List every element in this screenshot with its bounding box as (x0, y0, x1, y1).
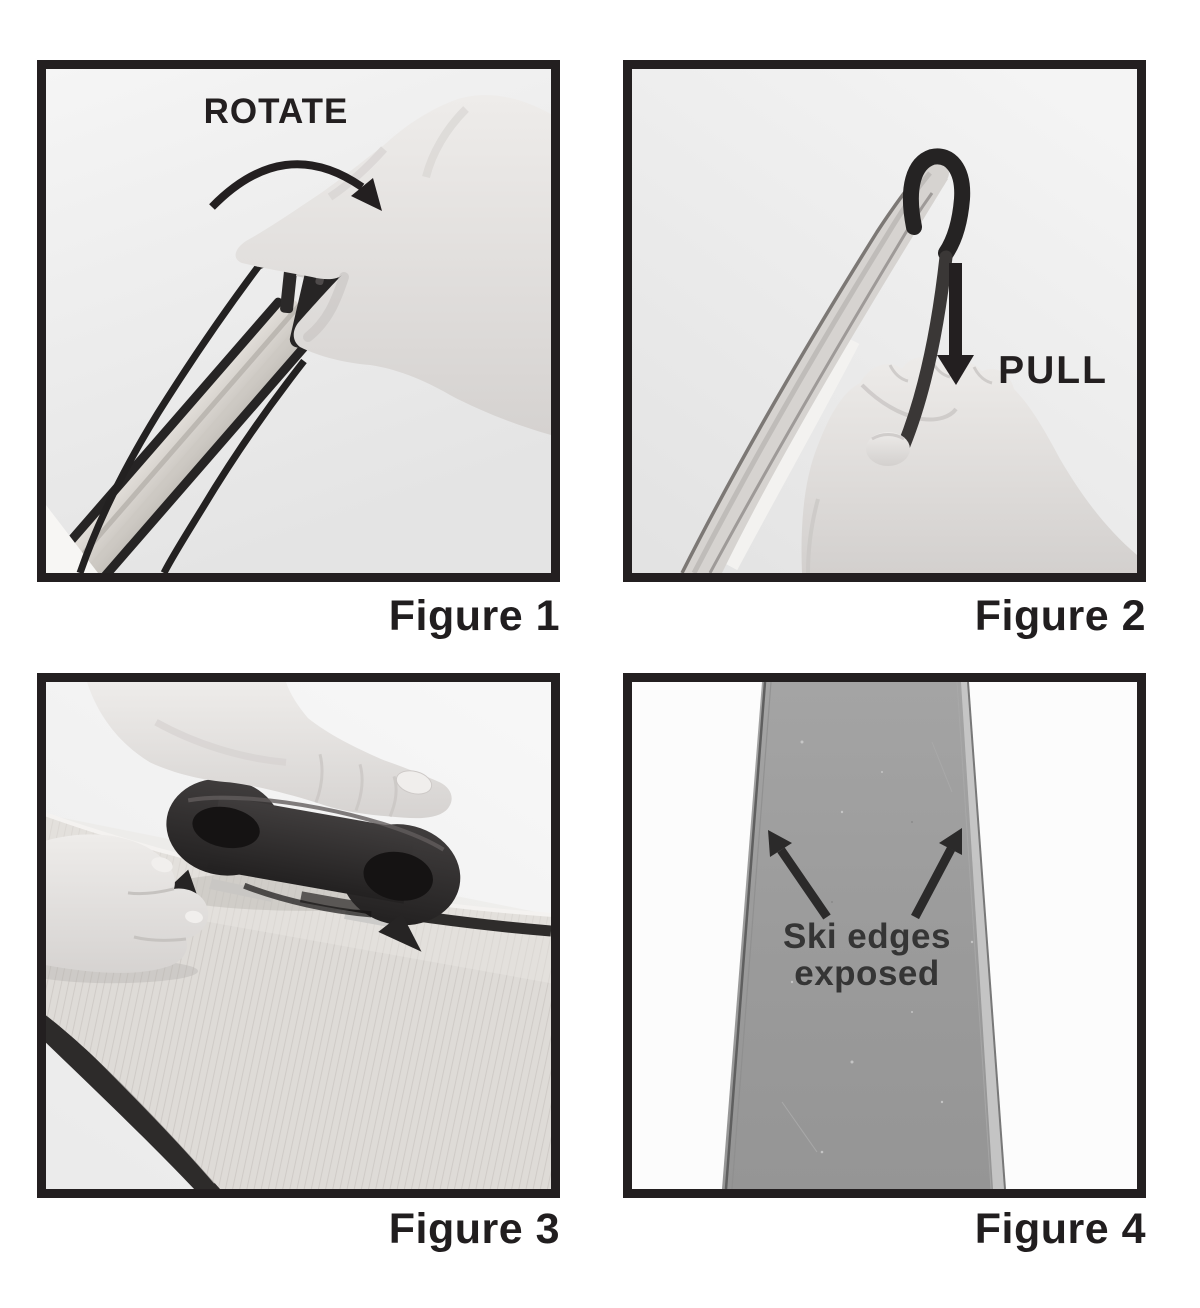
ski-dark-edge (46, 1009, 229, 1189)
pull-arrow-icon (937, 263, 974, 385)
top-hand (87, 682, 452, 819)
rotate-label: ROTATE (203, 92, 349, 131)
edge-arrow-left-icon (768, 830, 831, 920)
figure-1-panel: ROTATE (37, 60, 560, 582)
figure-3-panel (37, 673, 560, 1198)
ski-base-view (722, 682, 1006, 1189)
thumb-over-strap (866, 432, 910, 466)
figure-3-photo (46, 682, 551, 1189)
pressing-hand (46, 834, 209, 984)
ski-edges-label: Ski edges exposed (732, 918, 1002, 992)
figure-2-caption: Figure 2 (974, 592, 1146, 640)
figure-2-photo (632, 69, 1137, 573)
gripping-fist (801, 357, 1137, 573)
ski-tail (48, 295, 321, 573)
rotate-arrow-icon (209, 160, 382, 211)
pinching-hand (235, 95, 551, 436)
edge-arrow-right-icon (911, 828, 962, 920)
figure-1-photo (46, 69, 551, 573)
pull-label: PULL (998, 349, 1108, 392)
trim-tool (166, 778, 461, 952)
skin-tip-loop (902, 148, 971, 261)
figure-1-caption: Figure 1 (388, 592, 560, 640)
figure-2-panel: PULL (623, 60, 1146, 582)
ski-edges-line2: exposed (794, 954, 940, 993)
tip-strap (897, 250, 953, 452)
figure-4-caption: Figure 4 (974, 1205, 1146, 1253)
ski-edges-line1: Ski edges (783, 917, 951, 956)
figure-4-photo (632, 682, 1137, 1189)
figure-3-caption: Figure 3 (388, 1205, 560, 1253)
cutter-blade (209, 878, 274, 902)
figure-4-panel: Ski edges exposed (623, 673, 1146, 1198)
